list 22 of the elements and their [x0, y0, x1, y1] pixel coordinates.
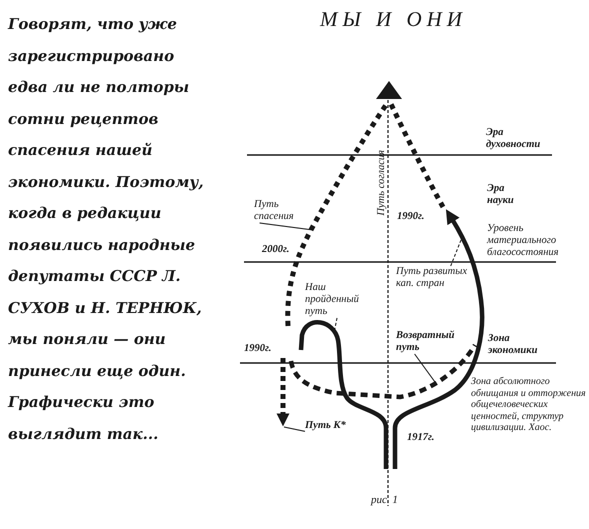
zone-label: Эра духовности	[486, 127, 542, 151]
path-label: Возвратный путь	[396, 330, 458, 354]
path-label: Путь согласия	[376, 150, 387, 216]
path-label: Наш пройденный путь	[305, 282, 369, 318]
leader-line	[284, 426, 306, 432]
zone-label: Уровень материального благосостояния	[487, 223, 560, 259]
leader-line	[450, 240, 462, 266]
leader-line	[414, 354, 436, 382]
path-label: Путь К*	[305, 420, 346, 432]
year-label: 1990г.	[244, 343, 272, 355]
diagram-title: МЫ И ОНИ	[320, 7, 467, 32]
year-label: 2000г.	[262, 244, 290, 256]
intro-paragraph: Говорят, что уже зарегистрировано едва ли не полторы сотни рецептов спасения нашей экономики. Поэтому, когда в редакции появились народные депутаты СССР Л. СУХОВ и Н. ТЕРНЮК, мы поняли — они принесли еще один. Графически это выглядит так...	[8, 14, 205, 444]
path-label: Путь развитых кап. стран	[396, 266, 472, 290]
figure-caption: рис. 1	[371, 494, 398, 506]
zone-label: Зона экономики	[488, 333, 538, 357]
path-label: Путь спасения	[254, 199, 310, 223]
zone-label: Эра науки	[487, 183, 515, 207]
leader-line	[259, 222, 314, 230]
zone-label: Зона абсолютного обнищания и отторжения общечеловеческих ценностей, структур цивилизации. Хаос.	[471, 376, 587, 434]
year-label: 1990г.	[397, 211, 424, 223]
year-label: 1917г.	[407, 432, 434, 444]
